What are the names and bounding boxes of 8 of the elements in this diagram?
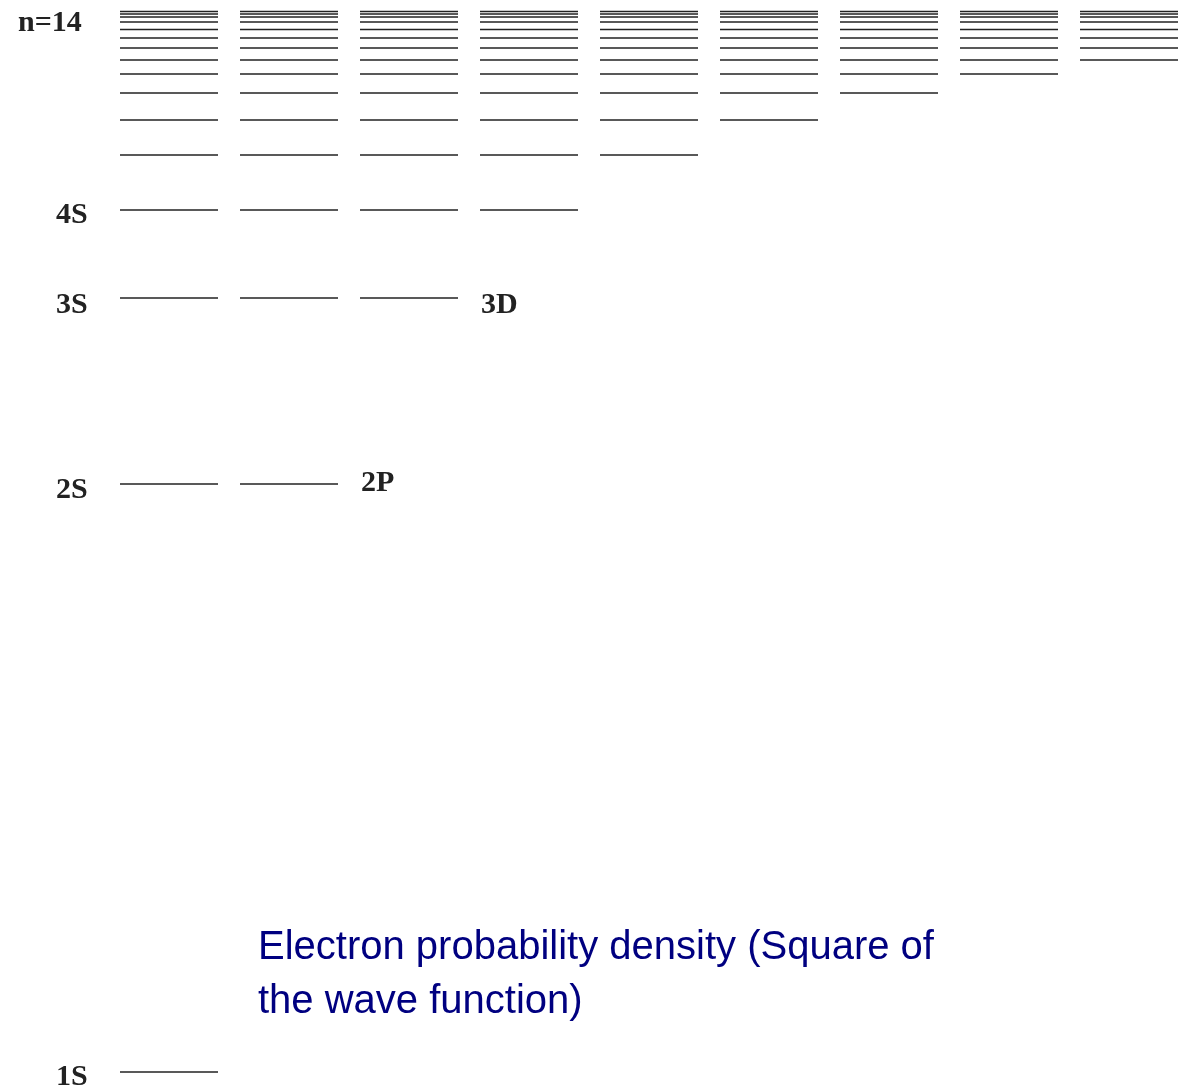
energy-level-label: n=14 (18, 6, 82, 36)
caption-note: Electron probability density (Square of the wave function) (258, 922, 935, 1023)
energy-level-label: 2S (56, 473, 88, 503)
energy-level-label: 3D (481, 288, 518, 318)
energy-level-label: 4S (56, 198, 88, 228)
energy-level-label: 1S (56, 1060, 88, 1088)
energy-level-label: 2P (361, 466, 395, 496)
energy-level-label: 3S (56, 288, 88, 318)
